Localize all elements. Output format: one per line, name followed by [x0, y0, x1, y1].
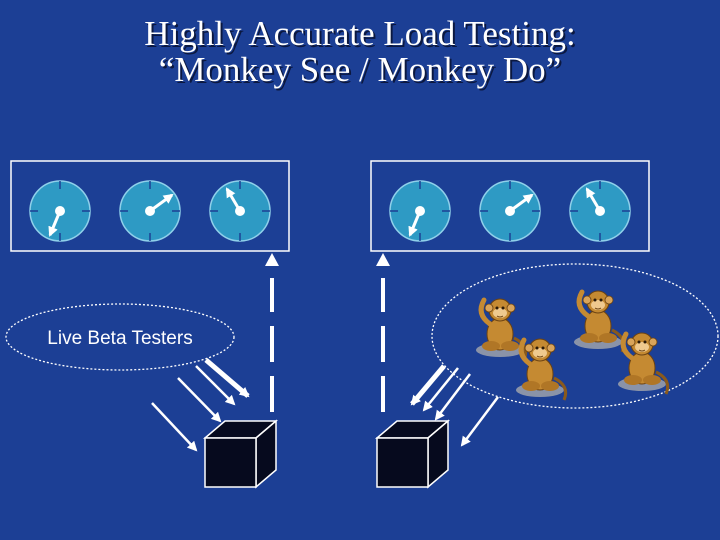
title-line-2: “Monkey See / Monkey Do” [158, 50, 562, 89]
gauge-icon [569, 180, 631, 242]
left-gauge-panel [10, 160, 290, 252]
monkey-icon [516, 339, 566, 400]
arrow-icon [195, 365, 236, 406]
server-box-icon [374, 419, 451, 489]
arrow-icon [151, 402, 198, 452]
monkey-icon [574, 291, 624, 352]
arrow-icon [422, 367, 459, 412]
live-beta-testers-group: Live Beta Testers [5, 303, 235, 371]
slide-title: Highly Accurate Load Testing: “Monkey Se… [0, 16, 720, 88]
right-connector [376, 253, 390, 412]
arrow-icon [410, 364, 446, 406]
live-beta-testers-label: Live Beta Testers [47, 328, 192, 349]
gauge-icon [209, 180, 271, 242]
monkey-icon [476, 299, 526, 360]
right-request-arrows [410, 364, 499, 447]
arrow-icon [204, 358, 250, 398]
left-request-arrows [151, 358, 250, 452]
server-box-icon [202, 419, 279, 489]
gauge-icon [479, 180, 541, 242]
gauge-icon [389, 180, 451, 242]
arrow-icon [460, 396, 499, 447]
left-connector [265, 253, 279, 412]
arrow-icon [434, 373, 471, 421]
monkey-testers-group [431, 263, 719, 409]
gauge-icon [119, 180, 181, 242]
arrow-icon [376, 253, 390, 266]
gauge-icon [29, 180, 91, 242]
arrow-icon [177, 377, 222, 423]
monkey-icon [618, 333, 668, 394]
right-gauge-panel [370, 160, 650, 252]
title-line-1: Highly Accurate Load Testing: [144, 14, 576, 53]
arrow-icon [265, 253, 279, 266]
